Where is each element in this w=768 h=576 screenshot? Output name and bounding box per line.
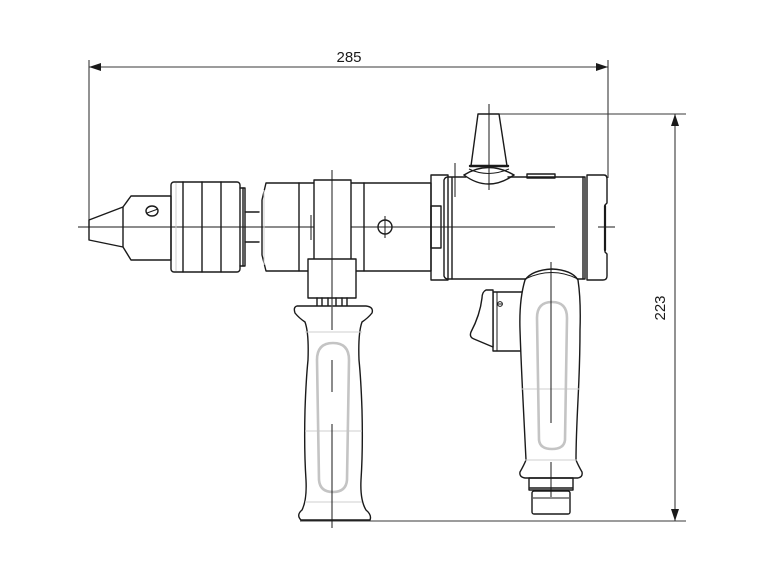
- pistol-grip: [519, 262, 583, 497]
- dimension-horizontal: 285: [88, 49, 609, 228]
- exhaust-nozzle: [463, 104, 515, 190]
- arrow-down-icon: [671, 509, 679, 521]
- arrow-left-icon: [89, 63, 101, 71]
- drill-chuck: [88, 195, 172, 261]
- dimension-vertical: 223: [300, 113, 686, 522]
- arrow-up-icon: [671, 114, 679, 126]
- side-handle: [293, 305, 374, 528]
- gear-housing: [261, 170, 432, 300]
- motor-housing: [430, 163, 615, 281]
- air-inlet-fitting: [528, 477, 574, 515]
- arrow-right-icon: [596, 63, 608, 71]
- chuck-collar: [170, 181, 260, 273]
- side-handle-clamp: [307, 255, 357, 307]
- dimension-height-label: 223: [652, 295, 669, 320]
- dimension-length-label: 285: [336, 49, 361, 66]
- trigger-lever: [469, 289, 525, 352]
